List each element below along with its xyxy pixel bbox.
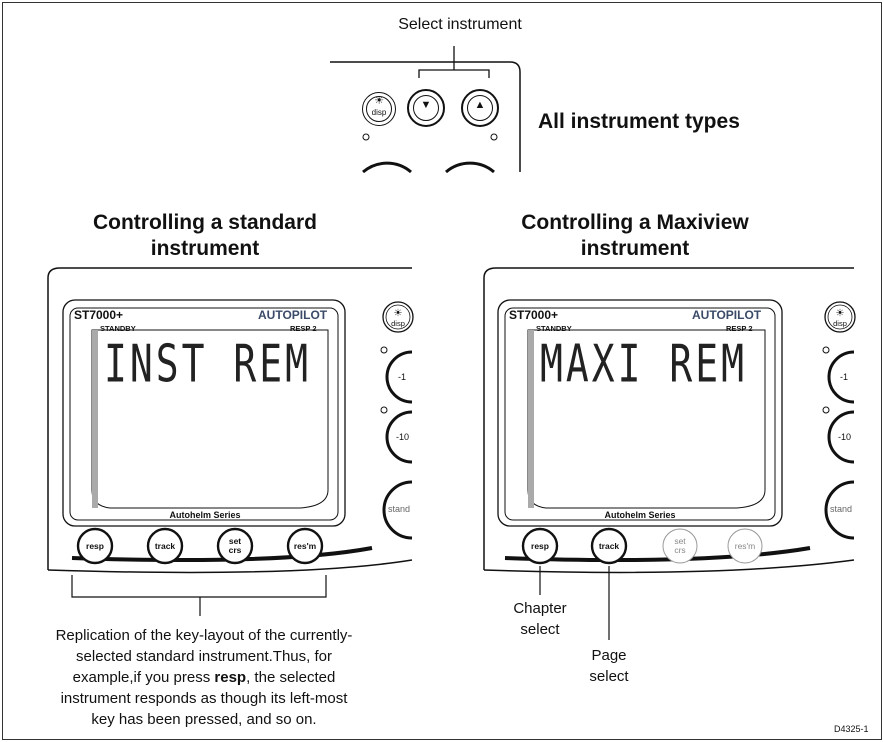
resp-label-right: RESP 2 bbox=[726, 324, 753, 333]
down-arrow-icon: ▼ bbox=[420, 99, 432, 111]
track-key-left[interactable]: track bbox=[154, 541, 176, 551]
heading-standard-line2: instrument bbox=[150, 237, 260, 260]
replication-line-4: instrument responds as though its left-m… bbox=[60, 690, 348, 707]
heading-maxiview-line1: Controlling a Maxiview bbox=[521, 211, 749, 234]
set-key-right-top[interactable]: set bbox=[674, 536, 686, 546]
replication-line-3: example,if you press resp, the selected bbox=[18, 667, 390, 688]
select-instrument-label: Select instrument bbox=[398, 16, 522, 33]
figure-code: D4325-1 bbox=[834, 724, 869, 734]
replication-line-3b: , the selected bbox=[246, 669, 336, 686]
minus10-key-right[interactable]: -10 bbox=[838, 432, 852, 442]
minus1-key-left[interactable]: -1 bbox=[398, 372, 407, 382]
resm-key-right[interactable]: res'm bbox=[734, 541, 756, 551]
replication-line-2: selected standard instrument.Thus, for bbox=[76, 648, 332, 665]
all-instrument-types-label: All instrument types bbox=[538, 110, 740, 133]
standby-label-left: STANDBY bbox=[100, 324, 136, 333]
set-key-left-bottom: crs bbox=[228, 545, 242, 555]
standby-label-right: STANDBY bbox=[536, 324, 572, 333]
disp-label-left: disp bbox=[391, 319, 405, 328]
autopilot-label-left: AUTOPILOT bbox=[258, 308, 328, 322]
up-button-ring bbox=[467, 95, 493, 121]
disp-label: disp bbox=[371, 108, 387, 117]
minus10-key-left[interactable]: -10 bbox=[396, 432, 410, 442]
autopilot-label-right: AUTOPILOT bbox=[692, 308, 762, 322]
chapter-line1: Chapter bbox=[513, 600, 567, 617]
replication-note: Replication of the key-layout of the cur… bbox=[18, 625, 390, 730]
minus1-key-right[interactable]: -1 bbox=[840, 372, 849, 382]
disp-label-right: disp bbox=[833, 319, 847, 328]
series-label-left: Autohelm Series bbox=[169, 510, 241, 520]
heading-standard: Controlling a standard instrument bbox=[55, 210, 355, 262]
standby-key-left[interactable]: stand bbox=[388, 504, 411, 514]
resp-key-left[interactable]: resp bbox=[86, 541, 104, 551]
page-select-label: Page select bbox=[564, 645, 654, 687]
replication-resp-bold: resp bbox=[214, 669, 247, 686]
chapter-line2: select bbox=[520, 621, 560, 638]
page-line2: select bbox=[589, 668, 629, 685]
lamp-icon-left: ☀ bbox=[393, 308, 403, 319]
chapter-select-label: Chapter select bbox=[495, 598, 585, 640]
brand-label-right: ST7000+ bbox=[509, 308, 559, 322]
down-button-ring bbox=[413, 95, 439, 121]
up-arrow-icon: ▲ bbox=[474, 99, 486, 111]
heading-maxiview-line2: instrument bbox=[580, 237, 690, 260]
lamp-icon: ☀ bbox=[374, 95, 384, 107]
heading-maxiview: Controlling a Maxiview instrument bbox=[480, 210, 790, 262]
replication-line-3a: example,if you press bbox=[72, 669, 215, 686]
lamp-icon-right: ☀ bbox=[835, 308, 845, 319]
replication-line-1: Replication of the key-layout of the cur… bbox=[55, 627, 353, 644]
disp-button-inner-ring bbox=[366, 96, 392, 122]
track-key-right[interactable]: track bbox=[598, 541, 620, 551]
series-label-right: Autohelm Series bbox=[604, 510, 676, 520]
standby-key-right[interactable]: stand bbox=[830, 504, 853, 514]
replication-line-5: key has been pressed, and so on. bbox=[91, 711, 317, 728]
page-line1: Page bbox=[591, 647, 627, 664]
lcd-display-right: MAXI REM bbox=[540, 334, 748, 394]
resp-key-right[interactable]: resp bbox=[531, 541, 549, 551]
heading-standard-line1: Controlling a standard bbox=[92, 211, 317, 234]
lcd-display-left: INST REM bbox=[104, 334, 312, 394]
set-key-right-bottom: crs bbox=[674, 545, 686, 555]
set-key-left-top[interactable]: set bbox=[228, 536, 242, 546]
brand-label-left: ST7000+ bbox=[74, 308, 124, 322]
resp-label-left: RESP 2 bbox=[290, 324, 317, 333]
resm-key-left[interactable]: res'm bbox=[293, 541, 317, 551]
